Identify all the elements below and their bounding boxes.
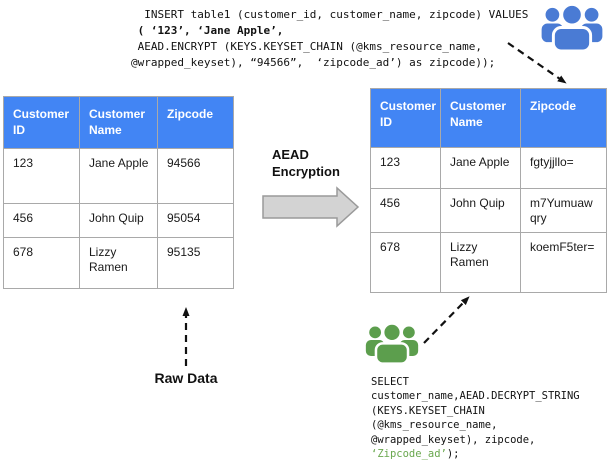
cell-zipcode: 95135 xyxy=(157,237,234,289)
cell-customer-name: John Quip xyxy=(440,188,521,233)
sql-line: @wrapped_keyset), “94566”, ‘zipcode_ad’)… xyxy=(131,56,496,69)
sql-line: INSERT table1 (customer_id, customer_nam… xyxy=(131,8,529,21)
column-header-customer-name: Customer Name xyxy=(79,96,158,149)
encrypted-data-table: Customer ID Customer Name Zipcode 123 Ja… xyxy=(370,88,607,293)
sql-line: (KEYS.KEYSET_CHAIN xyxy=(371,404,485,417)
cell-customer-id: 123 xyxy=(370,147,441,189)
cell-customer-name: Lizzy Ramen xyxy=(79,237,158,289)
table-row: 456 John Quip 95054 xyxy=(3,203,234,238)
cell-customer-name: Jane Apple xyxy=(79,148,158,204)
cell-zipcode-encrypted: fgtyjjllo= xyxy=(520,147,607,189)
users-group-icon xyxy=(541,2,603,51)
users-group-icon xyxy=(365,322,419,365)
cell-customer-name: John Quip xyxy=(79,203,158,238)
sql-line-last: ‘Zipcode_ad’); xyxy=(371,447,580,461)
raw-data-label: Raw Data xyxy=(154,370,218,386)
sql-line: SELECT xyxy=(371,376,409,388)
cell-customer-name: Jane Apple xyxy=(440,147,521,189)
column-header-customer-id: Customer ID xyxy=(370,88,441,148)
sql-line-tail: ); xyxy=(446,448,460,461)
cell-zipcode: 94566 xyxy=(157,148,234,204)
sql-line: customer_name,AEAD.DECRYPT_STRING xyxy=(371,390,580,403)
table-header-row: Customer ID Customer Name Zipcode xyxy=(370,88,607,148)
cell-zipcode-encrypted: m7Yumuawqry xyxy=(520,188,607,233)
table-row: 123 Jane Apple 94566 xyxy=(3,148,234,204)
aead-encryption-arrow xyxy=(262,186,360,228)
cell-customer-id: 678 xyxy=(3,237,80,289)
insert-sql-code: INSERT table1 (customer_id, customer_nam… xyxy=(131,7,528,71)
raw-data-table: Customer ID Customer Name Zipcode 123 Ja… xyxy=(3,96,234,289)
cell-zipcode: 95054 xyxy=(157,203,234,238)
cell-customer-id: 456 xyxy=(370,188,441,233)
sql-line: AEAD.ENCRYPT (KEYS.KEYSET_CHAIN (@kms_re… xyxy=(131,40,482,53)
table-header-row: Customer ID Customer Name Zipcode xyxy=(3,96,234,149)
cell-customer-id: 123 xyxy=(3,148,80,204)
column-header-zipcode: Zipcode xyxy=(157,96,234,149)
table-row: 456 John Quip m7Yumuawqry xyxy=(370,188,607,233)
sql-line-values: ( ‘123’, ‘Jane Apple’, xyxy=(131,24,284,37)
sql-line: (@kms_resource_name, xyxy=(371,419,498,432)
column-header-customer-name: Customer Name xyxy=(440,88,521,148)
select-flow-arrow xyxy=(423,296,470,344)
cell-customer-id: 456 xyxy=(3,203,80,238)
table-row: 678 Lizzy Ramen koemF5ter= xyxy=(370,232,607,293)
aead-encryption-label: AEAD Encryption xyxy=(272,147,340,179)
column-header-customer-id: Customer ID xyxy=(3,96,80,149)
table-row: 678 Lizzy Ramen 95135 xyxy=(3,237,234,289)
cell-zipcode-encrypted: koemF5ter= xyxy=(520,232,607,293)
sql-line: @wrapped_keyset), zipcode, xyxy=(371,433,536,446)
sql-green-literal: ‘Zipcode_ad’ xyxy=(371,448,447,461)
column-header-zipcode: Zipcode xyxy=(520,88,607,148)
cell-customer-name: Lizzy Ramen xyxy=(440,232,521,293)
cell-customer-id: 678 xyxy=(370,232,441,293)
table-row: 123 Jane Apple fgtyjjllo= xyxy=(370,147,607,189)
